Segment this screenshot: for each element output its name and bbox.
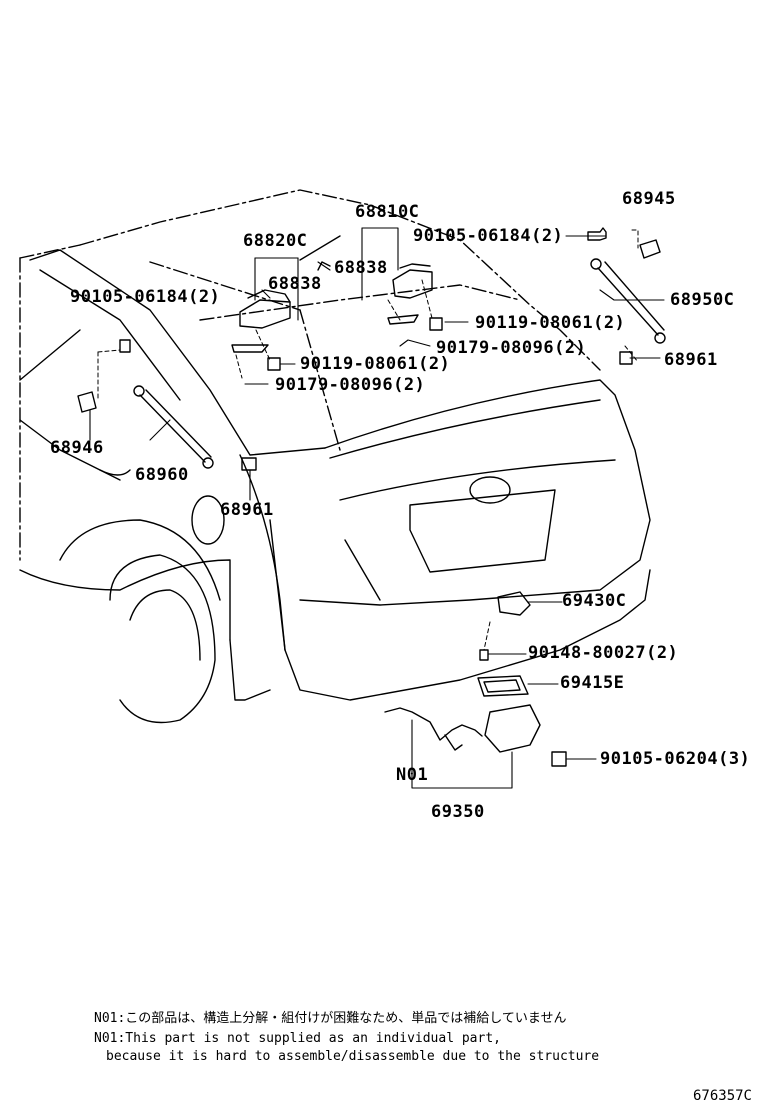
leader-lines <box>89 227 665 789</box>
label-68945: 68945 <box>622 189 676 209</box>
leader-lines-dashed <box>97 229 639 651</box>
car-body-lines <box>19 249 651 724</box>
hinge-right <box>387 263 433 325</box>
label-90119-08061-right: 90119-08061(2) <box>475 313 626 333</box>
bolts <box>119 227 633 767</box>
label-90105-06204: 90105-06204(3) <box>600 749 751 769</box>
label-90179-08096-left: 90179-08096(2) <box>275 375 426 395</box>
figure-code: 676357C <box>692 1088 752 1104</box>
label-68960: 68960 <box>135 465 189 485</box>
label-69415E: 69415E <box>560 673 625 693</box>
part-68838-b-shape <box>299 235 341 261</box>
label-68950C: 68950C <box>670 290 735 310</box>
label-90179-08096-right: 90179-08096(2) <box>436 338 587 358</box>
gas-strut-right <box>590 258 666 344</box>
label-N01: N01 <box>396 765 429 785</box>
label-90148-80027: 90148-80027(2) <box>528 643 679 663</box>
part-68838-b-clip <box>317 261 331 271</box>
lock-69430C <box>497 591 531 616</box>
hinge-left <box>231 289 291 353</box>
lock-69350 <box>384 704 541 753</box>
label-90119-08061-left: 90119-08061(2) <box>300 354 451 374</box>
note-english-line2: because it is hard to assemble/disassemb… <box>106 1049 600 1064</box>
gas-strut-left <box>133 385 214 469</box>
label-68961-right: 68961 <box>664 350 718 370</box>
label-90105-06184-right: 90105-06184(2) <box>413 226 564 246</box>
label-69430C: 69430C <box>562 591 627 611</box>
note-japanese: N01:この部品は、構造上分解・組付けが困難なため、単品では補給していません <box>94 1011 567 1026</box>
label-68810C: 68810C <box>355 202 420 222</box>
switch-69415E <box>477 675 529 697</box>
label-69350: 69350 <box>431 802 485 822</box>
note-english-line1: N01:This part is not supplied as an indi… <box>94 1031 501 1046</box>
label-68838-a: 68838 <box>334 258 388 278</box>
label-68838-b: 68838 <box>268 274 322 294</box>
label-68946: 68946 <box>50 438 104 458</box>
label-68961-left: 68961 <box>220 500 274 520</box>
ball-studs <box>77 239 661 413</box>
label-90105-06184-left: 90105-06184(2) <box>70 287 221 307</box>
car-body-outline <box>19 189 601 561</box>
label-68820C: 68820C <box>243 231 308 251</box>
